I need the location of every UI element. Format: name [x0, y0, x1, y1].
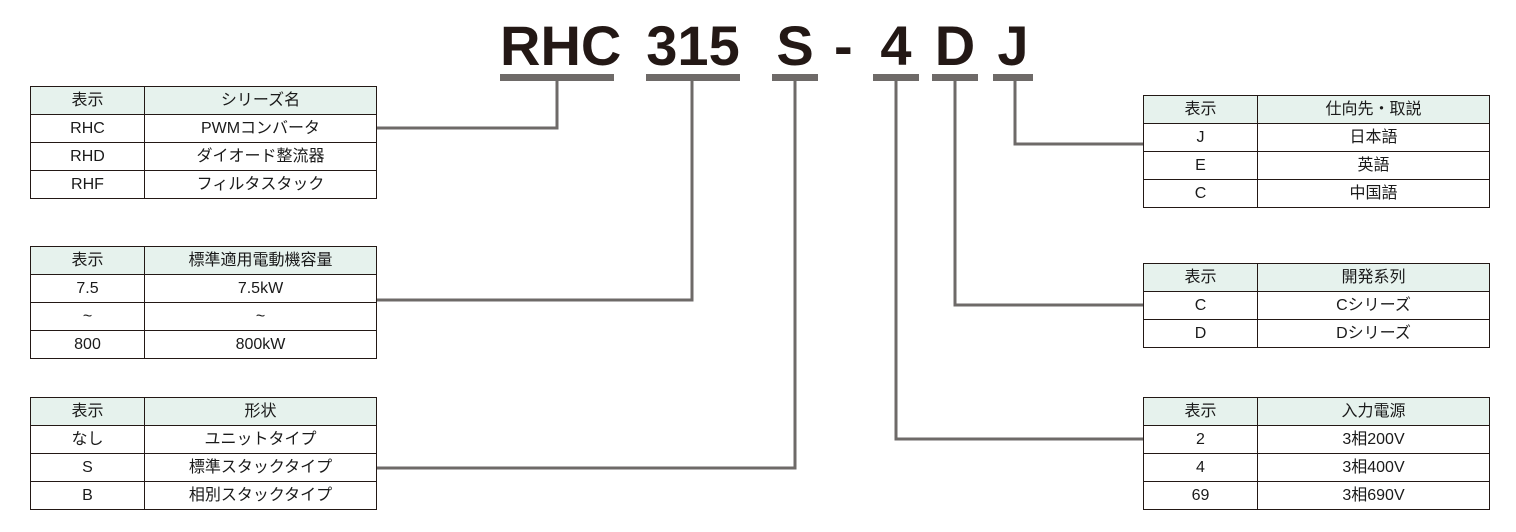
- connector-shape: [376, 74, 797, 470]
- table-header-row: 表示 形状: [30, 397, 377, 426]
- desc-cell: 3相400V: [1257, 453, 1490, 482]
- capacity-table: 表示 標準適用電動機容量 7.5 7.5kW ~ ~ 800 800kW: [30, 246, 377, 359]
- code-cell: D: [1143, 319, 1258, 348]
- code-cell: RHF: [30, 170, 145, 199]
- code-cell: 7.5: [30, 274, 145, 303]
- code-cell: S: [30, 453, 145, 482]
- shape-table: 表示 形状 なし ユニットタイプ S 標準スタックタイプ B 相別スタックタイプ: [30, 397, 377, 510]
- table-row: なし ユニットタイプ: [30, 425, 377, 454]
- header-cell: 表示: [30, 246, 145, 275]
- code-cell: 69: [1143, 481, 1258, 510]
- table-header-row: 表示 仕向先・取説: [1143, 95, 1490, 124]
- header-cell: 入力電源: [1257, 397, 1490, 426]
- connector-series: [376, 74, 559, 130]
- connector-development: [953, 74, 1143, 307]
- header-cell: 標準適用電動機容量: [144, 246, 377, 275]
- desc-cell: 800kW: [144, 330, 377, 359]
- table-row: C 中国語: [1143, 179, 1490, 208]
- header-cell: 表示: [1143, 263, 1258, 292]
- table-row: 800 800kW: [30, 330, 377, 359]
- desc-cell: Cシリーズ: [1257, 291, 1490, 320]
- table-row: ~ ~: [30, 302, 377, 331]
- code-cell: C: [1143, 291, 1258, 320]
- table-row: 69 3相690V: [1143, 481, 1490, 510]
- desc-cell: フィルタスタック: [144, 170, 377, 199]
- header-cell: 開発系列: [1257, 263, 1490, 292]
- table-row: RHD ダイオード整流器: [30, 142, 377, 171]
- table-row: D Dシリーズ: [1143, 319, 1490, 348]
- code-cell: RHC: [30, 114, 145, 143]
- desc-cell: 英語: [1257, 151, 1490, 180]
- header-cell: 表示: [1143, 397, 1258, 426]
- desc-cell: ~: [144, 302, 377, 331]
- code-cell: 2: [1143, 425, 1258, 454]
- header-cell: 仕向先・取説: [1257, 95, 1490, 124]
- development-table: 表示 開発系列 C Cシリーズ D Dシリーズ: [1143, 263, 1490, 348]
- header-cell: 表示: [30, 86, 145, 115]
- power-table: 表示 入力電源 2 3相200V 4 3相400V 69 3相690V: [1143, 397, 1490, 510]
- table-row: 4 3相400V: [1143, 453, 1490, 482]
- code-capacity: 315: [646, 14, 740, 84]
- table-header-row: 表示 開発系列: [1143, 263, 1490, 292]
- table-row: 7.5 7.5kW: [30, 274, 377, 303]
- code-power-underline: [873, 74, 919, 81]
- code-cell: RHD: [30, 142, 145, 171]
- code-cell: 4: [1143, 453, 1258, 482]
- code-development-underline: [932, 74, 978, 81]
- code-cell: なし: [30, 425, 145, 454]
- desc-cell: 3相200V: [1257, 425, 1490, 454]
- connector-language: [1013, 74, 1143, 146]
- header-cell: 形状: [144, 397, 377, 426]
- code-cell: B: [30, 481, 145, 510]
- code-cell: 800: [30, 330, 145, 359]
- code-cell: E: [1143, 151, 1258, 180]
- table-row: C Cシリーズ: [1143, 291, 1490, 320]
- language-table: 表示 仕向先・取説 J 日本語 E 英語 C 中国語: [1143, 95, 1490, 208]
- connector-capacity: [376, 74, 694, 302]
- table-header-row: 表示 シリーズ名: [30, 86, 377, 115]
- code-shape-underline: [772, 74, 818, 81]
- code-series-underline: [500, 74, 614, 81]
- desc-cell: 3相690V: [1257, 481, 1490, 510]
- desc-cell: ダイオード整流器: [144, 142, 377, 171]
- table-row: 2 3相200V: [1143, 425, 1490, 454]
- code-separator: -: [834, 14, 853, 77]
- code-power: 4: [873, 14, 919, 84]
- table-row: RHC PWMコンバータ: [30, 114, 377, 143]
- code-series: RHC: [500, 14, 621, 84]
- header-cell: シリーズ名: [144, 86, 377, 115]
- table-row: S 標準スタックタイプ: [30, 453, 377, 482]
- code-cell: C: [1143, 179, 1258, 208]
- desc-cell: 標準スタックタイプ: [144, 453, 377, 482]
- code-language: J: [993, 14, 1033, 84]
- header-cell: 表示: [30, 397, 145, 426]
- connector-power: [894, 74, 1143, 441]
- desc-cell: 7.5kW: [144, 274, 377, 303]
- code-cell: J: [1143, 123, 1258, 152]
- header-cell: 表示: [1143, 95, 1258, 124]
- desc-cell: 日本語: [1257, 123, 1490, 152]
- code-development: D: [932, 14, 978, 84]
- code-language-underline: [993, 74, 1033, 81]
- table-header-row: 表示 標準適用電動機容量: [30, 246, 377, 275]
- desc-cell: 中国語: [1257, 179, 1490, 208]
- table-header-row: 表示 入力電源: [1143, 397, 1490, 426]
- desc-cell: 相別スタックタイプ: [144, 481, 377, 510]
- table-row: B 相別スタックタイプ: [30, 481, 377, 510]
- desc-cell: ユニットタイプ: [144, 425, 377, 454]
- table-row: J 日本語: [1143, 123, 1490, 152]
- code-cell: ~: [30, 302, 145, 331]
- code-shape: S: [772, 14, 818, 84]
- table-row: RHF フィルタスタック: [30, 170, 377, 199]
- table-row: E 英語: [1143, 151, 1490, 180]
- code-capacity-underline: [646, 74, 740, 81]
- desc-cell: PWMコンバータ: [144, 114, 377, 143]
- desc-cell: Dシリーズ: [1257, 319, 1490, 348]
- series-table: 表示 シリーズ名 RHC PWMコンバータ RHD ダイオード整流器 RHF フ…: [30, 86, 377, 199]
